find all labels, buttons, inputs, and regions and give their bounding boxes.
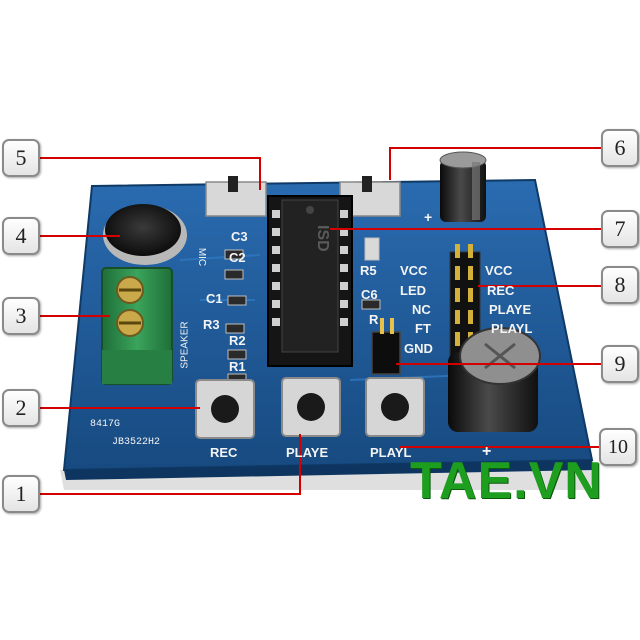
callout-1: 1 — [2, 475, 40, 513]
label-led: LED — [400, 283, 426, 298]
label-nc: NC — [412, 302, 431, 317]
microphone — [103, 204, 187, 265]
label-vcc-right: VCC — [485, 263, 513, 278]
label-mic: MIC — [196, 247, 208, 267]
leader-lines — [35, 147, 601, 495]
terminal-block — [101, 267, 173, 385]
label-playe-right: PLAYE — [489, 302, 532, 317]
label-ft: FT — [415, 321, 431, 336]
capacitor-large — [448, 327, 541, 432]
label-r2: R2 — [229, 333, 246, 348]
callout-3: 3 — [2, 297, 40, 335]
label-playe: PLAYE — [286, 445, 329, 460]
button-playe-body — [281, 377, 341, 437]
pcb-edge — [64, 460, 594, 480]
label-r5: R5 — [360, 263, 377, 278]
callout-9: 9 — [601, 345, 639, 383]
callout-6: 6 — [601, 129, 639, 167]
label-gnd: GND — [404, 341, 433, 356]
label-speaker: SPEAKER — [179, 321, 191, 369]
label-plus-top: + — [424, 209, 433, 225]
label-code2: JB3522H2 — [112, 437, 161, 448]
label-r: R — [369, 312, 379, 327]
callout-4: 4 — [2, 217, 40, 255]
jumper — [371, 318, 401, 375]
button-rec-body — [195, 379, 255, 439]
watermark-logo: TAE.VN — [410, 452, 603, 510]
label-playl-right: PLAYL — [491, 321, 533, 336]
label-code1: 8417G — [90, 419, 121, 430]
chip-pins — [272, 210, 348, 326]
svg-text:ISD: ISD — [314, 225, 331, 252]
label-vcc-left: VCC — [400, 263, 428, 278]
slide-switch-left — [205, 176, 267, 217]
label-c3: C3 — [231, 229, 248, 244]
label-c2: C2 — [229, 250, 246, 265]
label-rec-right: REC — [487, 283, 515, 298]
label-r3: R3 — [203, 317, 220, 332]
callout-8: 8 — [601, 266, 639, 304]
label-c6: C6 — [361, 287, 378, 302]
callout-10: 10 — [599, 428, 637, 466]
label-plus-bottom: + — [482, 443, 492, 460]
label-rec: REC — [210, 445, 238, 460]
callout-7: 7 — [601, 210, 639, 248]
label-playl: PLAYL — [370, 445, 412, 460]
callout-2: 2 — [2, 389, 40, 427]
button-playl-body — [365, 377, 425, 437]
dip-chip: ISD — [267, 195, 353, 367]
label-c1: C1 — [206, 291, 223, 306]
capacitor-small — [439, 151, 487, 222]
label-r1: R1 — [229, 359, 246, 374]
callout-5: 5 — [2, 139, 40, 177]
